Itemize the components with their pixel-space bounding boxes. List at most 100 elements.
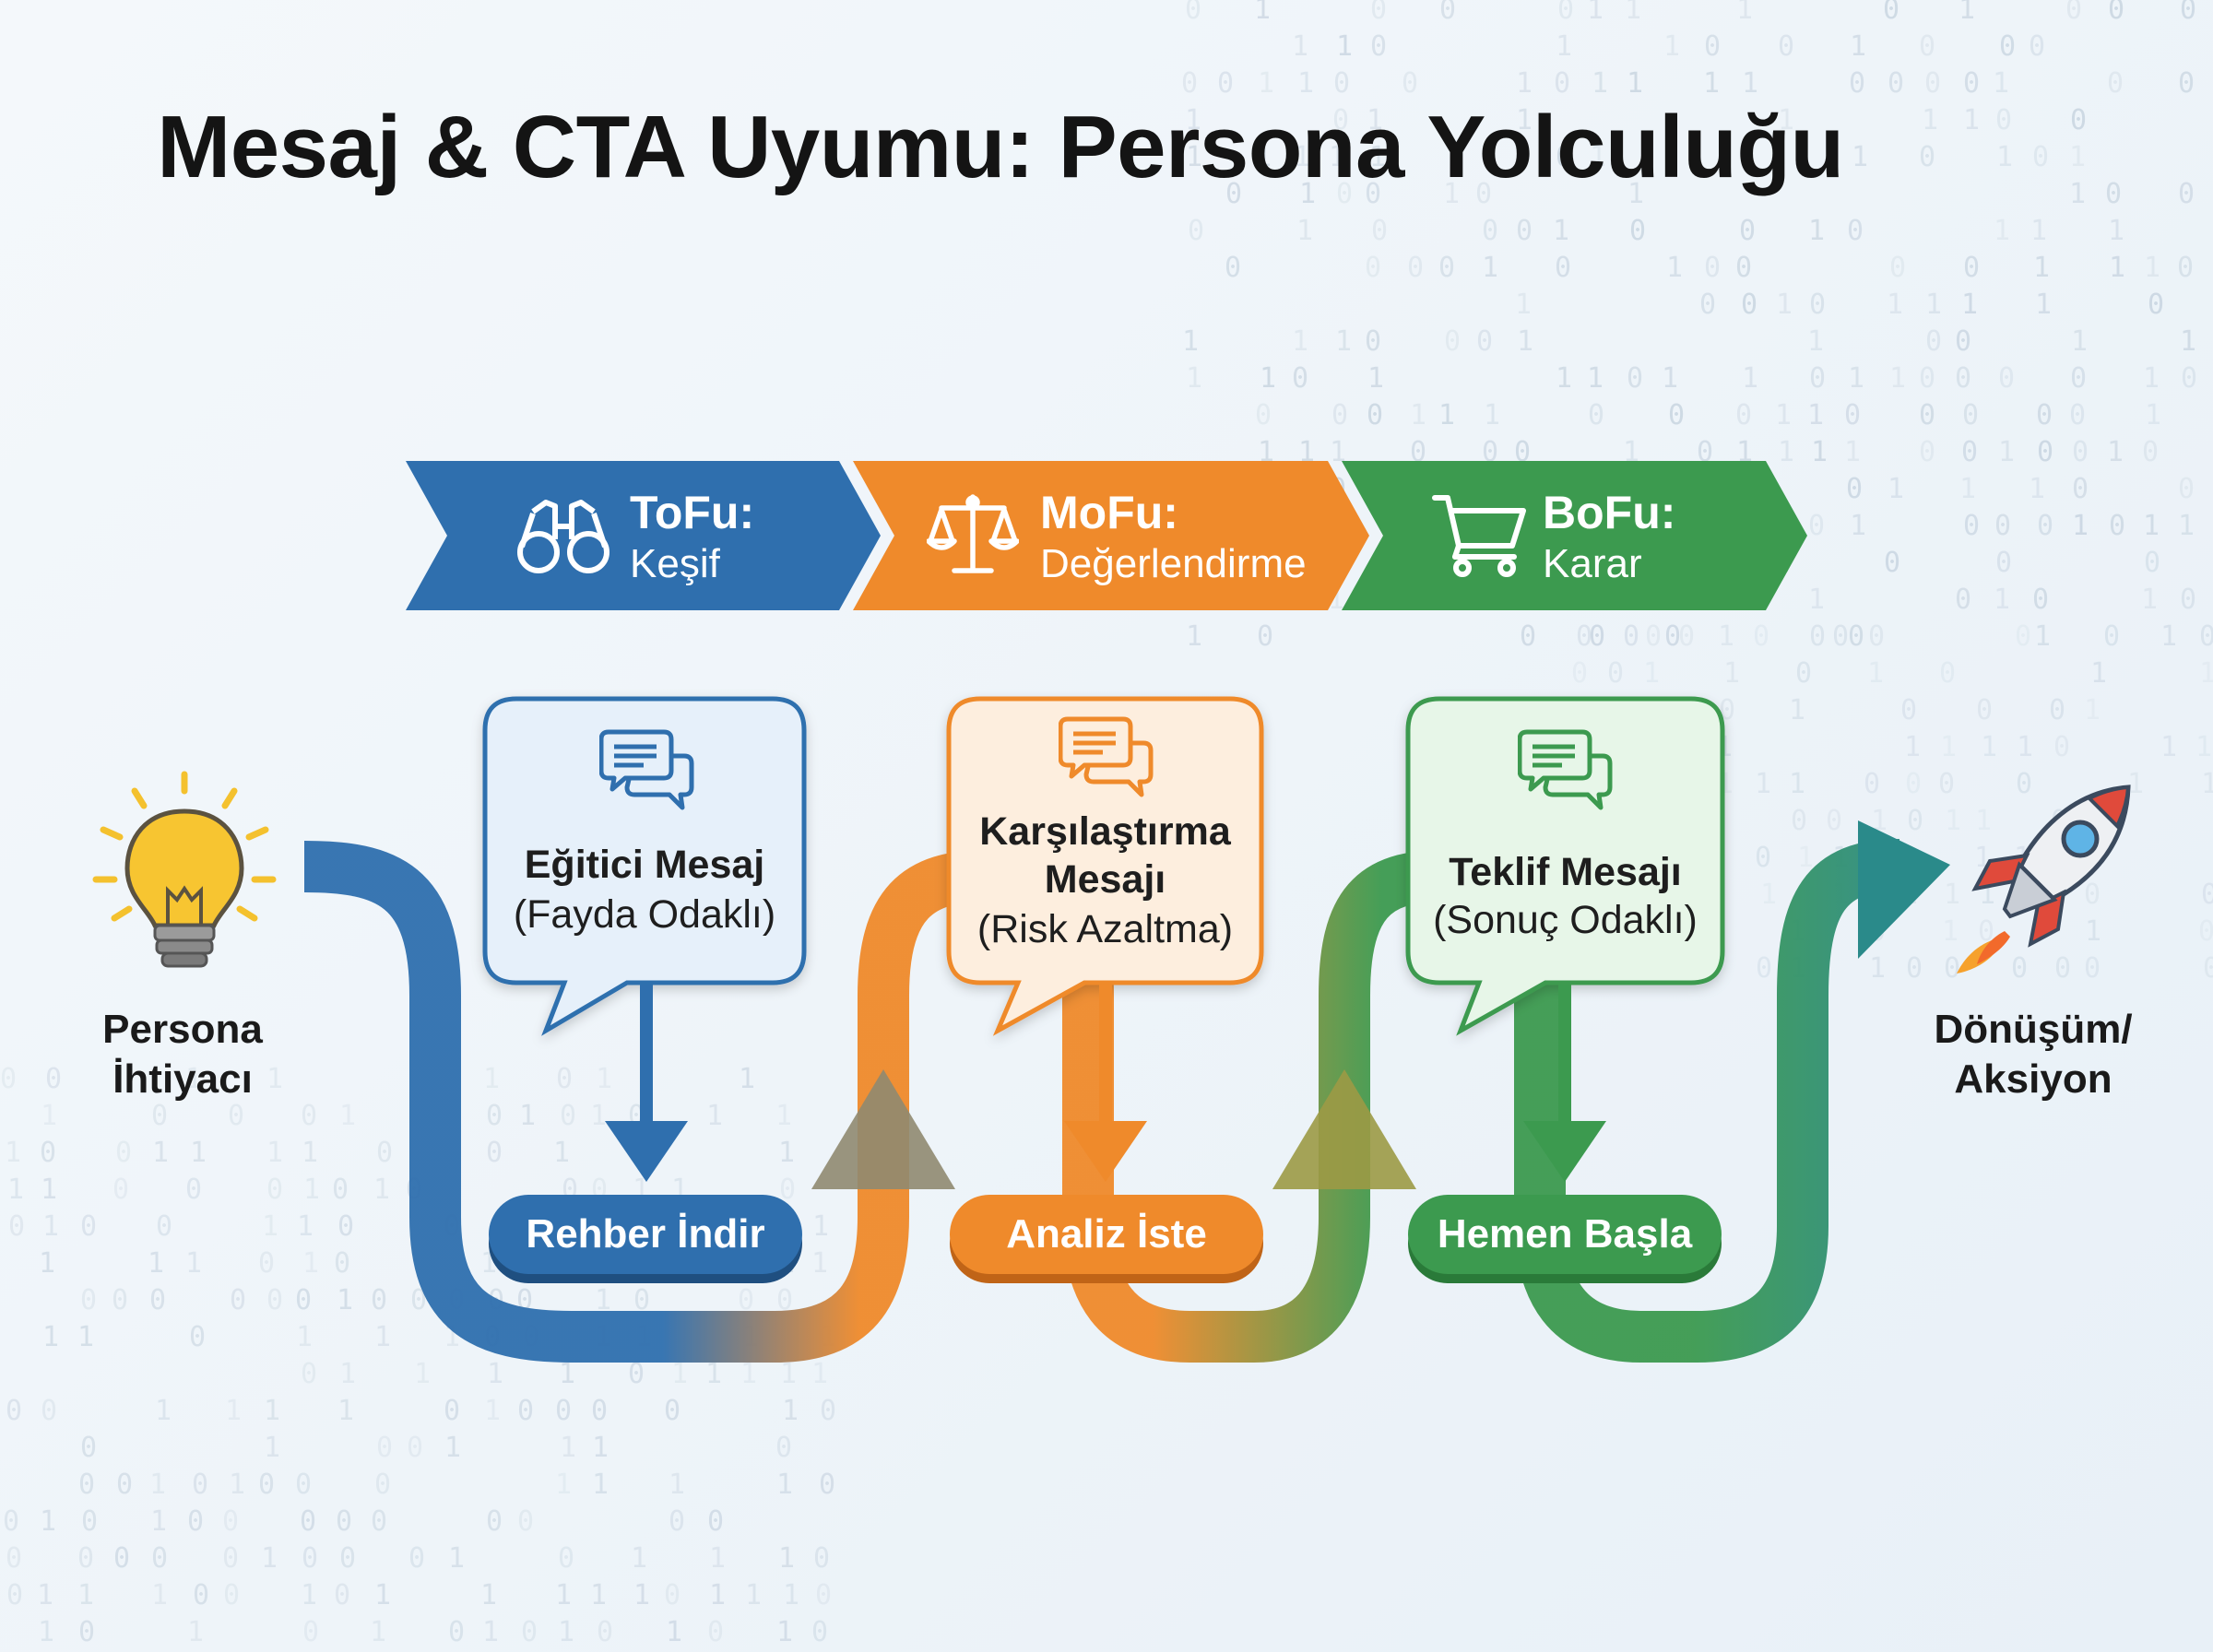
binary-digit: 1 — [296, 1321, 313, 1353]
binary-digit: 1 — [1789, 694, 1805, 726]
binary-digit: 0 — [1791, 805, 1807, 837]
binary-digit: 1 — [151, 1579, 168, 1611]
binary-digit: 0 — [560, 1100, 576, 1132]
binary-digit: 0 — [1225, 252, 1241, 284]
down-arrow-mofu — [1064, 985, 1147, 1182]
flow-up-arrow-1 — [811, 1069, 955, 1189]
binary-digit: 0 — [112, 1284, 128, 1316]
binary-digit: 1 — [666, 1616, 682, 1648]
binary-digit: 0 — [376, 1432, 393, 1464]
binary-digit: 0 — [6, 1579, 23, 1611]
binary-digit: 0 — [1475, 178, 1492, 210]
binary-digit: 0 — [1849, 67, 1865, 100]
binary-digit: 0 — [8, 1210, 25, 1243]
binary-digit: 1 — [1260, 362, 1276, 395]
cta-analiz-iste-button[interactable]: Analiz İste — [950, 1195, 1263, 1274]
binary-digit: 1 — [152, 1137, 169, 1169]
binary-digit: 1 — [374, 1579, 391, 1611]
binary-digit: 1 — [1981, 731, 1997, 763]
binary-digit: 1 — [1850, 30, 1866, 63]
binary-digit: 1 — [560, 1432, 576, 1464]
binary-digit: 0 — [2084, 879, 2101, 911]
binary-digit: 1 — [370, 1616, 386, 1648]
binary-digit: 0 — [1999, 30, 2016, 63]
binary-digit: 1 — [2201, 768, 2213, 800]
binary-digit: 1 — [1643, 657, 1660, 690]
binary-digit: 1 — [2143, 510, 2160, 542]
binary-digit: 0 — [707, 1505, 724, 1538]
binary-digit: 0 — [1554, 67, 1570, 100]
binary-digit: 0 — [1699, 289, 1716, 321]
message-bubble-mofu — [946, 696, 1264, 1036]
binary-digit: 1 — [1959, 0, 1975, 26]
binary-digit: 0 — [2070, 362, 2087, 395]
binary-digit: 0 — [295, 1469, 312, 1501]
binary-digit: 0 — [1844, 399, 1861, 431]
binary-digit: 0 — [295, 1284, 312, 1316]
binary-digit: 0 — [1668, 399, 1685, 431]
binary-digit: 1 — [2069, 141, 2086, 173]
binary-digit: 0 — [371, 1284, 387, 1316]
binary-digit: 1 — [148, 1247, 164, 1280]
stage-banner-tofu — [406, 461, 881, 610]
binary-digit: 1 — [592, 1432, 609, 1464]
binary-digit: 1 — [1961, 289, 1978, 321]
binary-digit: 0 — [815, 1579, 832, 1611]
binary-digit: 0 — [374, 1469, 391, 1501]
binary-digit: 0 — [1919, 30, 1935, 63]
message-tofu-title: Eğitici Mesaj — [524, 843, 765, 887]
binary-digit: 1 — [2199, 657, 2213, 690]
binary-digit: 1 — [1330, 436, 1346, 468]
binary-digit: 1 — [38, 1616, 54, 1648]
binary-digit: 1 — [1888, 473, 1904, 505]
binary-digit: 0 — [813, 1542, 830, 1575]
binary-digit: 1 — [1294, 141, 1310, 173]
binary-digit: 0 — [302, 1542, 318, 1575]
binary-digit: 0 — [1809, 362, 1826, 395]
binary-digit: 1 — [7, 1174, 24, 1206]
flow-up-arrow-2 — [1272, 1069, 1416, 1189]
binary-digit: 0 — [1333, 67, 1350, 100]
binary-digit: 1 — [1789, 768, 1805, 800]
binary-digit: 1 — [811, 1247, 828, 1280]
binary-digit: 1 — [77, 1579, 94, 1611]
cta-hemen-basla-button[interactable]: Hemen Başla — [1408, 1195, 1722, 1274]
binary-digit: 0 — [1962, 399, 1979, 431]
binary-digit: 1 — [555, 1579, 572, 1611]
binary-digit: 0 — [1925, 325, 1942, 358]
binary-digit: 0 — [1331, 399, 1348, 431]
binary-digit: 1 — [41, 1174, 57, 1206]
binary-digit: 0 — [1588, 399, 1604, 431]
binary-digit: 0 — [2029, 30, 2045, 63]
binary-digit: 1 — [1367, 362, 1384, 395]
binary-digit: 0 — [1919, 436, 1935, 468]
binary-digit: 1 — [1869, 952, 1886, 985]
binary-digit: 0 — [2199, 620, 2213, 653]
binary-digit: 0 — [407, 1432, 423, 1464]
binary-digit: 0 — [0, 1063, 17, 1095]
binary-digit: 0 — [2178, 67, 2195, 100]
binary-digit: 0 — [2036, 399, 2053, 431]
binary-digit: 1 — [669, 1469, 685, 1501]
binary-digit: 0 — [2108, 0, 2124, 26]
binary-digit: 1 — [592, 1469, 609, 1501]
message-mofu-subtitle: (Risk Azaltma) — [976, 907, 1234, 951]
binary-digit: 1 — [37, 1579, 53, 1611]
binary-digit: 0 — [1482, 215, 1498, 247]
message-bubble-bofu — [1405, 696, 1725, 1036]
cta-rehber-indir-button[interactable]: Rehber İndir — [489, 1195, 802, 1274]
binary-digit: 0 — [1906, 952, 1923, 985]
binary-digit: 0 — [266, 1174, 283, 1206]
binary-digit: 1 — [1778, 104, 1794, 136]
binary-digit: 0 — [6, 1542, 22, 1575]
binary-digit: 1 — [264, 1395, 280, 1427]
chat-bubbles-icon-bofu — [1518, 729, 1613, 810]
flow-end-arrow — [1858, 820, 1950, 959]
binary-digit: 0 — [1795, 657, 1812, 690]
binary-digit: 1 — [1517, 325, 1533, 358]
binary-digit: 1 — [302, 1247, 319, 1280]
binary-digit: 0 — [1188, 215, 1204, 247]
binary-digit: 0 — [2142, 436, 2159, 468]
binary-digit: 1 — [1959, 473, 1976, 505]
binary-digit: 0 — [486, 1505, 503, 1538]
